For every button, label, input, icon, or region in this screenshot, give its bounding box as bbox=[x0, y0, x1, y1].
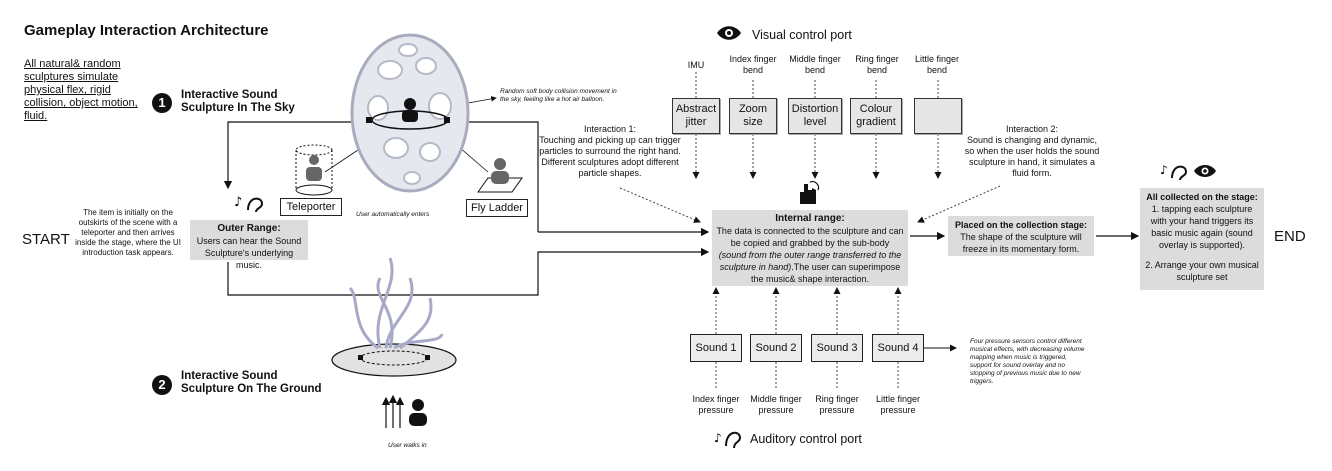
outer-range-box: Outer Range: Users can hear the Sound Sc… bbox=[190, 220, 308, 270]
ear-icon: ♪ bbox=[714, 426, 744, 455]
interaction2-block: Interaction 2: Sound is changing and dyn… bbox=[962, 124, 1102, 179]
ground-number-badge: 2 bbox=[152, 375, 172, 395]
interaction2-text: Sound is changing and dynamic, so when t… bbox=[964, 135, 1100, 178]
internal-range-text1: The data is connected to the sculpture a… bbox=[716, 226, 904, 248]
control-abstract-jitter: Abstract jitter bbox=[672, 98, 720, 134]
control-zoom-size: Zoom size bbox=[729, 98, 777, 134]
pressure-index: Index finger pressure bbox=[692, 394, 740, 415]
internal-range-text2: .The user can superimpose the music& sha… bbox=[750, 262, 901, 284]
sensor-little-bend: Little finger bend bbox=[914, 54, 960, 75]
sound-1-box: Sound 1 bbox=[690, 334, 742, 362]
walking-person-icon bbox=[409, 399, 427, 426]
hand-icon bbox=[800, 181, 820, 204]
svg-text:♪: ♪ bbox=[714, 431, 722, 445]
control-empty-slot bbox=[914, 98, 962, 134]
eye-icon bbox=[717, 26, 741, 40]
pressure-little: Little finger pressure bbox=[875, 394, 921, 415]
user-walks-note: User walks in bbox=[388, 442, 427, 449]
final-icons: ♪ bbox=[1160, 160, 1220, 187]
ground-title: Interactive Sound Sculpture On The Groun… bbox=[181, 370, 322, 395]
control-colour-gradient: Colour gradient bbox=[850, 98, 902, 134]
final-item1: 1. tapping each sculpture with your hand… bbox=[1150, 204, 1254, 250]
sky-title: Interactive Sound Sculpture In The Sky bbox=[181, 89, 295, 114]
final-box: All collected on the stage: 1. tapping e… bbox=[1140, 188, 1264, 290]
sensor-index-bend: Index finger bend bbox=[729, 54, 777, 75]
user-enters-note: User automatically enters bbox=[356, 211, 430, 218]
collection-title: Placed on the collection stage: bbox=[954, 220, 1088, 230]
sensor-middle-bend: Middle finger bend bbox=[789, 54, 841, 75]
pressure-note: Four pressure sensors control different … bbox=[970, 338, 1085, 385]
interaction2-title: Interaction 2: bbox=[1005, 124, 1059, 134]
internal-range-box: Internal range: The data is connected to… bbox=[712, 210, 908, 286]
outer-range-text: Users can hear the Sound Sculpture's und… bbox=[196, 236, 302, 270]
sound-3-box: Sound 3 bbox=[811, 334, 863, 362]
top-note: All natural& random sculptures simulate … bbox=[24, 58, 138, 122]
outer-range-title: Outer Range: bbox=[217, 223, 281, 234]
visual-port-title: Visual control port bbox=[752, 28, 852, 42]
interaction1-text: Touching and picking up can trigger part… bbox=[539, 135, 681, 178]
sky-sculpture-image bbox=[350, 33, 470, 193]
auditory-port-title: Auditory control port bbox=[750, 432, 862, 446]
control-distortion-level: Distortion level bbox=[788, 98, 842, 134]
internal-range-italic: (sound from the outer range transferred … bbox=[718, 250, 902, 272]
collection-text: The shape of the sculpture will freeze i… bbox=[960, 232, 1082, 254]
svg-text:♪: ♪ bbox=[1160, 163, 1168, 177]
start-label: START bbox=[22, 231, 70, 248]
sky-note: Random soft body collision movement in t… bbox=[500, 88, 617, 103]
sensor-ring-bend: Ring finger bend bbox=[855, 54, 899, 75]
pressure-ring: Ring finger pressure bbox=[815, 394, 859, 415]
svg-text:♪: ♪ bbox=[234, 195, 242, 210]
person-icon bbox=[477, 158, 523, 193]
ground-sculpture-image bbox=[331, 257, 457, 377]
interaction1-title: Interaction 1: bbox=[583, 124, 637, 134]
final-item2: 2. Arrange your own musical sculpture se… bbox=[1145, 260, 1259, 282]
sound-4-box: Sound 4 bbox=[872, 334, 924, 362]
collection-box: Placed on the collection stage: The shap… bbox=[948, 216, 1094, 256]
sensor-imu: IMU bbox=[687, 60, 705, 70]
fly-ladder-label: Fly Ladder bbox=[466, 199, 528, 217]
sound-2-box: Sound 2 bbox=[750, 334, 802, 362]
pressure-middle: Middle finger pressure bbox=[750, 394, 802, 415]
internal-range-title: Internal range: bbox=[775, 213, 845, 224]
start-description: The item is initially on the outskirts o… bbox=[75, 208, 181, 257]
sky-number-badge: 1 bbox=[152, 93, 172, 113]
teleporter-label: Teleporter bbox=[280, 198, 342, 216]
teleporter-icon bbox=[295, 144, 333, 196]
end-label: END bbox=[1274, 228, 1306, 245]
music-ear-icon: ♪ bbox=[234, 192, 264, 219]
page-title: Gameplay Interaction Architecture bbox=[24, 22, 269, 39]
final-title: All collected on the stage: bbox=[1146, 192, 1258, 202]
interaction1-block: Interaction 1: Touching and picking up c… bbox=[530, 124, 690, 179]
